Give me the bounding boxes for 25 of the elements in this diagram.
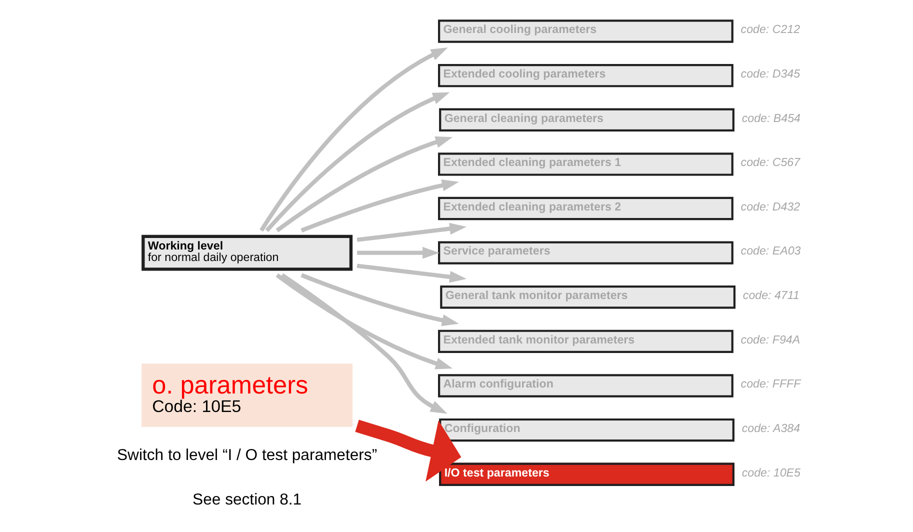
node-label: code: C212	[740, 23, 800, 36]
arrow	[356, 246, 439, 259]
node-label: code: D345	[740, 67, 800, 80]
arrow	[280, 273, 447, 414]
arrow	[259, 48, 448, 232]
node-label: code: FFFF	[740, 378, 800, 391]
arrow	[300, 273, 458, 326]
node-label: code: A384	[741, 422, 800, 435]
node-box: o. parameters Code: 10E5	[141, 364, 352, 427]
node-label: code: EA03	[740, 244, 800, 258]
arrow	[356, 264, 466, 283]
node-label: code: C567	[740, 156, 800, 170]
arrow	[275, 273, 452, 370]
label: Switch to level “I / O test parameters”	[116, 447, 377, 464]
arrow	[300, 180, 458, 232]
node-label: code: D432	[740, 200, 800, 214]
arrow	[275, 136, 452, 232]
arrow	[354, 420, 461, 482]
arrow	[264, 92, 450, 232]
label: See section 8.1	[192, 491, 302, 508]
arrow	[356, 222, 466, 242]
node-label: code: B454	[741, 112, 800, 125]
node-label: code: F94A	[740, 333, 800, 346]
node-label: code: 10E5	[741, 466, 800, 480]
node-label: code: 4711	[742, 289, 799, 302]
